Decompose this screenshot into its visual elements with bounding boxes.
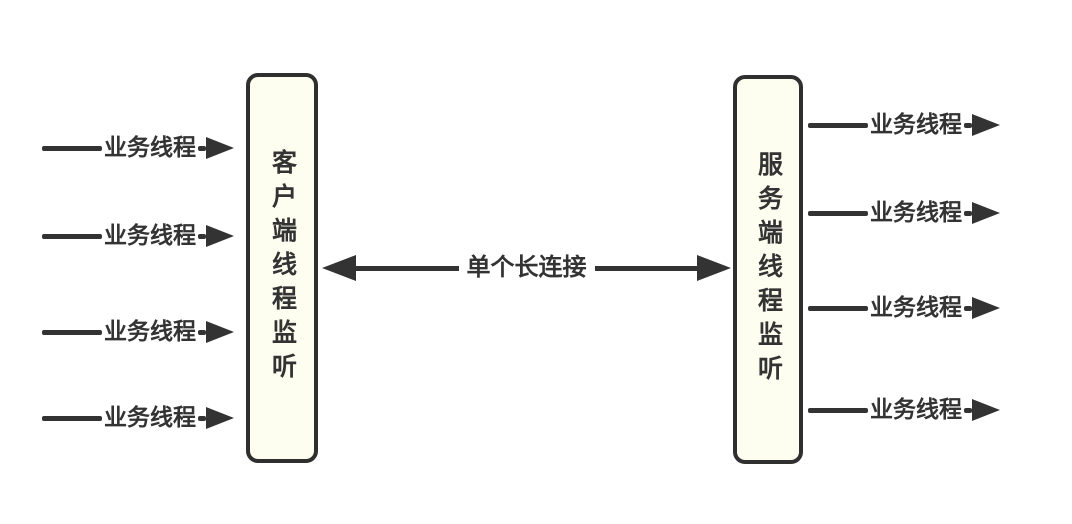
arrowhead-right-icon bbox=[972, 202, 1000, 224]
arrow-line bbox=[198, 233, 206, 239]
server-business-thread-arrow: 业务线程 bbox=[808, 395, 1000, 425]
arrowhead-right-icon bbox=[206, 321, 234, 343]
business-thread-label: 业务线程 bbox=[104, 222, 196, 249]
server-listener-label: 服务端线程监听 bbox=[754, 150, 783, 389]
server-business-thread-arrow: 业务线程 bbox=[808, 110, 1000, 140]
client-business-thread-arrow: 业务线程 bbox=[42, 133, 234, 163]
business-thread-label: 业务线程 bbox=[870, 199, 962, 226]
arrow-line bbox=[808, 407, 868, 413]
arrowhead-right-icon bbox=[206, 137, 234, 159]
long-connection-arrow: 单个长连接 bbox=[322, 253, 731, 283]
business-thread-label: 业务线程 bbox=[104, 134, 196, 161]
client-listener-box: 客户端线程监听 bbox=[246, 73, 318, 463]
arrow-line bbox=[964, 407, 972, 413]
long-connection-label: 单个长连接 bbox=[458, 254, 595, 282]
arrow-line bbox=[42, 415, 102, 421]
arrow-line bbox=[808, 305, 868, 311]
server-business-thread-arrow: 业务线程 bbox=[808, 293, 1000, 323]
arrow-line bbox=[42, 145, 102, 151]
arrowhead-right-icon bbox=[972, 399, 1000, 421]
arrowhead-right-icon bbox=[206, 407, 234, 429]
arrowhead-right-icon bbox=[697, 255, 731, 281]
business-thread-label: 业务线程 bbox=[870, 111, 962, 138]
client-business-thread-arrow: 业务线程 bbox=[42, 221, 234, 251]
arrow-line bbox=[42, 233, 102, 239]
server-business-thread-arrow: 业务线程 bbox=[808, 198, 1000, 228]
arrow-line bbox=[964, 122, 972, 128]
arrow-line bbox=[808, 210, 868, 216]
client-listener-label: 客户端线程监听 bbox=[268, 149, 297, 387]
business-thread-label: 业务线程 bbox=[104, 404, 196, 431]
business-thread-label: 业务线程 bbox=[870, 294, 962, 321]
arrow-line bbox=[808, 122, 868, 128]
arrowhead-right-icon bbox=[972, 114, 1000, 136]
business-thread-label: 业务线程 bbox=[104, 318, 196, 345]
arrow-line bbox=[198, 329, 206, 335]
arrowhead-right-icon bbox=[206, 225, 234, 247]
client-business-thread-arrow: 业务线程 bbox=[42, 317, 234, 347]
client-business-thread-arrow: 业务线程 bbox=[42, 403, 234, 433]
business-thread-label: 业务线程 bbox=[870, 396, 962, 423]
arrowhead-right-icon bbox=[972, 297, 1000, 319]
arrow-line bbox=[964, 305, 972, 311]
arrow-line bbox=[964, 210, 972, 216]
arrow-line bbox=[198, 415, 206, 421]
arrow-line bbox=[198, 145, 206, 151]
arrow-line bbox=[42, 329, 102, 335]
arrowhead-left-icon bbox=[322, 255, 356, 281]
server-listener-box: 服务端线程监听 bbox=[733, 75, 803, 464]
